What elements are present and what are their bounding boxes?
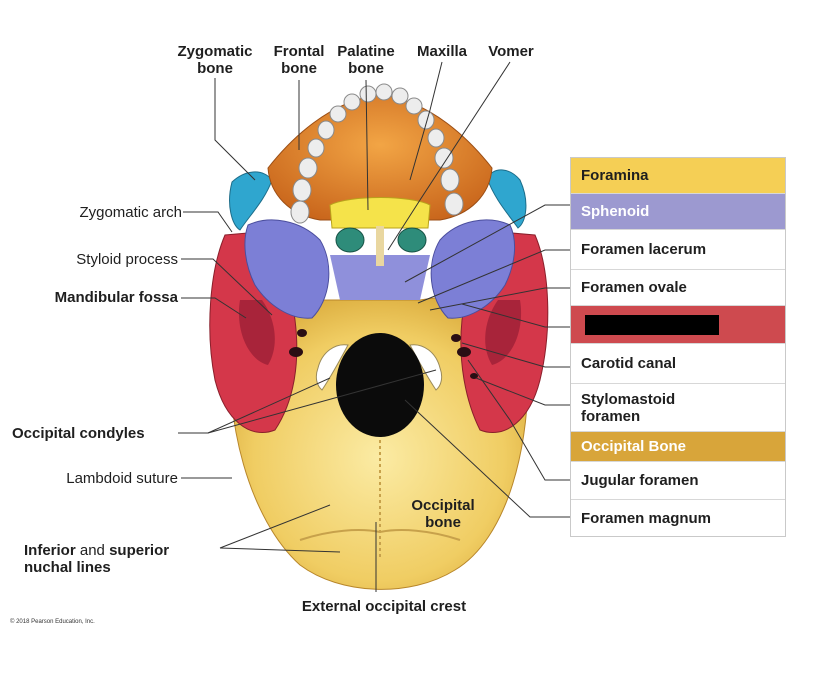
right-occipital-condyle	[409, 344, 443, 391]
legend-row-label: Foramen magnum	[581, 509, 712, 527]
label-maxilla: Maxilla	[416, 43, 468, 60]
legend-section-header: Sphenoid	[571, 194, 785, 230]
label-external-occipital-crest: External occipital crest	[301, 598, 467, 615]
right-choana	[397, 227, 427, 253]
upper-teeth	[290, 83, 464, 224]
left-sphenoid-region	[244, 219, 330, 319]
left-occipital-condyle	[315, 344, 349, 391]
legend-row: Foramen magnum	[571, 500, 785, 536]
central-sphenoid	[330, 255, 430, 300]
legend-section-header: Occipital Bone	[571, 432, 785, 462]
legend-row-label: Foramina	[581, 167, 649, 184]
leader-lines	[178, 61, 570, 592]
label-mandibular-fossa: Mandibular fossa	[54, 289, 178, 306]
legend-row-label: Foramen lacerum	[581, 241, 707, 258]
label-vomer: Vomer	[488, 43, 534, 60]
legend-row: Carotid canal	[571, 344, 785, 384]
legend-row-label: Occipital Bone	[581, 438, 687, 455]
legend-row-label: Stylomastoid foramen	[581, 390, 676, 425]
legend-row-label: Carotid canal	[581, 355, 677, 372]
vomer-bone-shape	[376, 226, 384, 266]
label-lambdoid-suture: Lambdoid suture	[66, 470, 178, 487]
left-choana	[335, 227, 365, 253]
right-mastoid-detail	[485, 300, 522, 365]
legend-row: Stylomastoid foramen	[571, 384, 785, 432]
palatine-bone-shape	[329, 197, 431, 229]
right-carotid-shape	[451, 334, 461, 342]
copyright-text: © 2018 Pearson Education, Inc.	[10, 619, 95, 625]
right-jugular-foramen-shape	[457, 347, 471, 357]
label-styloid-process: Styloid process	[76, 251, 178, 268]
label-occipital-condyles: Occipital condyles	[12, 425, 145, 442]
legend-row: Foramen lacerum	[571, 230, 785, 270]
left-zygomatic-bone	[229, 171, 273, 231]
legend-section-header: Foramina	[571, 158, 785, 194]
label-zygomatic-arch: Zygomatic arch	[79, 204, 182, 221]
legend-row-label: Sphenoid	[581, 203, 650, 220]
left-mastoid-detail	[238, 300, 275, 365]
right-sphenoid-region	[430, 219, 515, 319]
left-jugular-foramen-shape	[289, 347, 303, 357]
right-zygomatic-bone	[486, 169, 527, 229]
right-stylomastoid-shape	[470, 373, 478, 379]
left-carotid-shape	[297, 329, 307, 337]
legend-row-redacted	[571, 306, 785, 344]
label-nuchal-lines: Inferior and superior nuchal lines	[24, 542, 170, 576]
legend-row: Jugular foramen	[571, 462, 785, 500]
legend-row: Foramen ovale	[571, 270, 785, 306]
legend-row-label: Foramen ovale	[581, 279, 687, 296]
redaction-box	[585, 314, 719, 335]
legend-row-label: Jugular foramen	[581, 472, 699, 489]
